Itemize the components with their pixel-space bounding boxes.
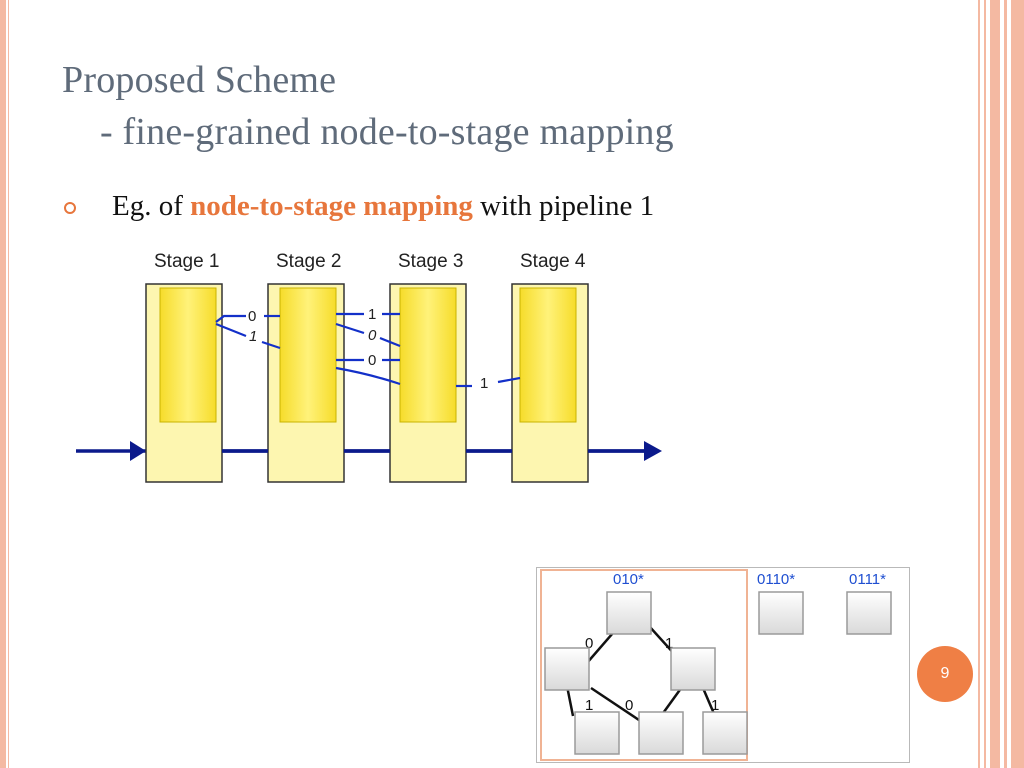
stage-label-4: Stage 4 (520, 251, 586, 272)
bullet-highlight: node-to-stage mapping (190, 190, 473, 222)
trie-leaf-2 (638, 711, 684, 755)
frame-left-line (8, 0, 9, 768)
pipeline-diagram: Stage 1 Stage 2 Stage 3 Stage 4 (76, 251, 662, 483)
trie-node-0111 (846, 591, 892, 635)
slide-title: Proposed Scheme (62, 59, 337, 101)
page-number-badge: 9 (917, 646, 973, 702)
trie-node-0110 (758, 591, 804, 635)
tree-edge-label-2: 1 (585, 697, 593, 714)
edge-label-s2-c: 0 (368, 352, 376, 369)
stage-label-2: Stage 2 (276, 251, 342, 272)
frame-left-border (0, 0, 6, 768)
tree-edge-label-1: 1 (665, 635, 673, 652)
edge-label-s2-a: 1 (368, 306, 376, 323)
edge-label-s1-top: 0 (248, 308, 256, 325)
bullet-item: Eg. of node-to-stage mapping with pipeli… (112, 190, 654, 223)
trie-inset: 010* 0110* 0111* 0 1 1 0 1 (536, 567, 910, 763)
tree-edge-label-3: 0 (625, 697, 633, 714)
stage-label-1: Stage 1 (154, 251, 220, 272)
pipeline-output-arrowhead (644, 441, 662, 461)
stage-box-2 (267, 283, 345, 483)
trie-leaf-3 (702, 711, 748, 755)
edge-label-s1-bottom: 1 (249, 328, 257, 345)
pipeline-input-arrowhead (130, 441, 146, 461)
frame-right-border (978, 0, 1024, 768)
bullet-text-suffix: with pipeline 1 (472, 190, 655, 222)
trie-node-root (606, 591, 652, 635)
trie-node-left (544, 647, 590, 691)
bullet-text-prefix: Eg. of (112, 190, 191, 222)
stage-box-3 (389, 283, 467, 483)
tree-edge-label-4: 1 (711, 697, 719, 714)
slide-subtitle: - fine-grained node-to-stage mapping (100, 111, 674, 153)
node-links (215, 312, 521, 388)
stage-box-1 (145, 283, 223, 483)
edge-label-s2-b: 0 (368, 327, 377, 344)
subtree-highlight (540, 569, 748, 761)
prefix-label-0110: 0110* (757, 571, 795, 588)
bullet-icon (64, 202, 76, 214)
trie-node-right (670, 647, 716, 691)
tree-edge-label-0: 0 (585, 635, 593, 652)
trie-leaf-1 (574, 711, 620, 755)
stage-box-4 (511, 283, 589, 483)
stage-label-3: Stage 3 (398, 251, 464, 272)
edge-label-s3-to-s4: 1 (480, 375, 488, 392)
trie-diagram: 010* 0110* 0111* 0 1 1 0 1 (540, 569, 892, 761)
prefix-label-0111: 0111* (849, 571, 886, 588)
prefix-label-010: 010* (613, 571, 644, 588)
